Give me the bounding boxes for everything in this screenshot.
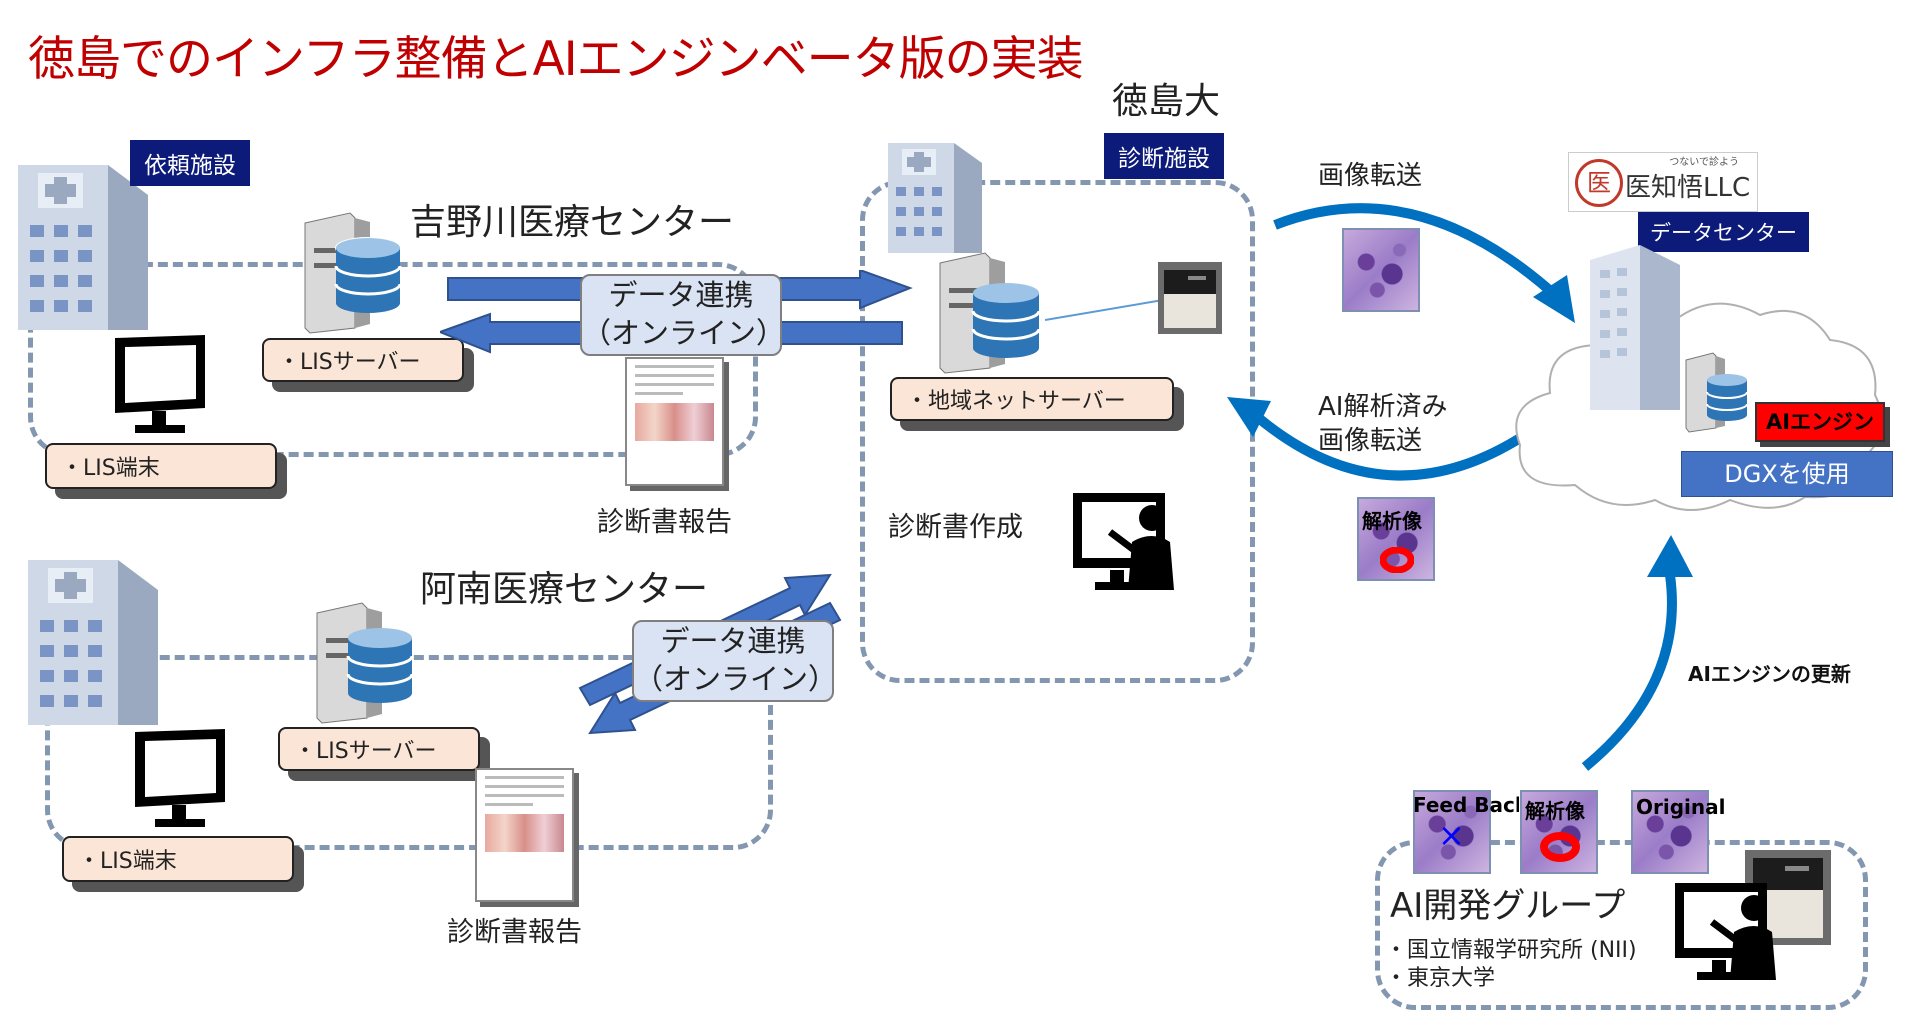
ai-engine-update-arrow — [1581, 535, 1693, 771]
anan-lis-server: ・LISサーバー — [278, 727, 480, 771]
yoshinogawa-lis-terminal: ・LIS端末 — [45, 443, 277, 489]
doctor-monitor-icon — [1073, 493, 1174, 590]
datacenter-building-icon — [1590, 245, 1680, 410]
report-create-label: 診断書作成 — [888, 512, 1023, 543]
anan-report-label: 診断書報告 — [447, 917, 582, 948]
image-transfer-curve-arrow — [1273, 203, 1575, 323]
server-database-icon — [939, 252, 1041, 374]
report-document — [625, 357, 724, 486]
requesting-facility-tag: 依頼施設 — [130, 140, 250, 186]
analysis-image-label: 解析像 — [1362, 509, 1422, 533]
analysis-tissue-image — [1357, 497, 1435, 581]
data-link-text: データ連携 — [660, 624, 806, 658]
original-label: Original — [1636, 795, 1726, 819]
monitor-icon — [135, 729, 225, 827]
report-document — [475, 768, 574, 902]
diagnosis-facility-tag: 診断施設 — [1104, 133, 1224, 179]
datacenter-tag: データセンター — [1638, 212, 1809, 252]
member-nii: ・国立情報学研究所 (NII) — [1385, 938, 1637, 963]
doctor-monitor-icon — [1675, 883, 1776, 980]
server-database-icon — [304, 212, 402, 334]
monitor-icon — [115, 335, 205, 433]
anan-lis-terminal: ・LIS端末 — [62, 836, 294, 882]
regional-net-server: ・地域ネットサーバー — [890, 377, 1174, 421]
hospital-icon — [18, 165, 148, 330]
hospital-icon — [888, 143, 982, 253]
ai-transfer-line-2: 画像転送 — [1318, 426, 1423, 456]
logo-tagline: つないで診よう — [1669, 157, 1739, 168]
logo-seal-icon: 医 — [1575, 159, 1623, 207]
ai-result-transfer-curve-arrow — [1227, 397, 1528, 481]
dgx-label-box: DGXを使用 — [1681, 451, 1893, 497]
feedback-tissue-image — [1413, 790, 1491, 874]
ai-dev-group-box — [1375, 840, 1868, 1010]
server-database-icon — [1685, 352, 1748, 433]
scanner-device-icon — [1158, 262, 1222, 334]
feedback-label: Feed Back — [1413, 793, 1519, 817]
feedback-x-mark: × — [1438, 816, 1465, 854]
tokudai-box — [860, 180, 1255, 683]
anan-name: 阿南医療センター — [420, 569, 709, 610]
online-text: （オンライン） — [582, 316, 786, 350]
data-link-text: データ連携 — [608, 278, 754, 312]
yoshinogawa-name: 吉野川医療センター — [410, 202, 735, 243]
dev-analysis-label: 解析像 — [1525, 799, 1585, 823]
hospital-icon — [28, 560, 158, 725]
yoshinogawa-lis-server: ・LISサーバー — [262, 338, 464, 382]
online-text: （オンライン） — [634, 662, 838, 696]
ai-engine-update-label: AIエンジンの更新 — [1688, 662, 1851, 686]
ai-transfer-label: AI解析済み 画像転送 — [1318, 390, 1447, 458]
ai-engine-badge: AIエンジン — [1755, 402, 1885, 442]
feedback-label-clip: Feed Back — [1413, 793, 1519, 817]
ai-dev-group-name: AI開発グループ — [1390, 886, 1626, 926]
member-utokyo: ・東京大学 — [1385, 966, 1496, 991]
logo-text: 医知悟LLC — [1625, 173, 1751, 203]
yoshinogawa-data-link-label: データ連携 （オンライン） — [580, 274, 786, 356]
highlight-ring-icon — [1380, 547, 1414, 573]
yoshinogawa-report-label: 診断書報告 — [597, 507, 732, 538]
original-tissue-image — [1631, 790, 1709, 874]
highlight-ring-icon — [1540, 832, 1580, 862]
tissue-image — [1342, 228, 1420, 312]
page-title: 徳島でのインフラ整備とAIエンジンベータ版の実装 — [28, 32, 1084, 87]
ai-transfer-line-1: AI解析済み — [1318, 392, 1448, 422]
server-database-icon — [316, 602, 414, 724]
company-logo: つないで診よう 医 医知悟LLC — [1568, 152, 1758, 212]
image-transfer-label: 画像転送 — [1318, 161, 1423, 191]
anan-data-link-label: データ連携 （オンライン） — [632, 620, 838, 702]
tokudai-label: 徳島大 — [1112, 81, 1221, 122]
connection-line — [1045, 299, 1164, 321]
